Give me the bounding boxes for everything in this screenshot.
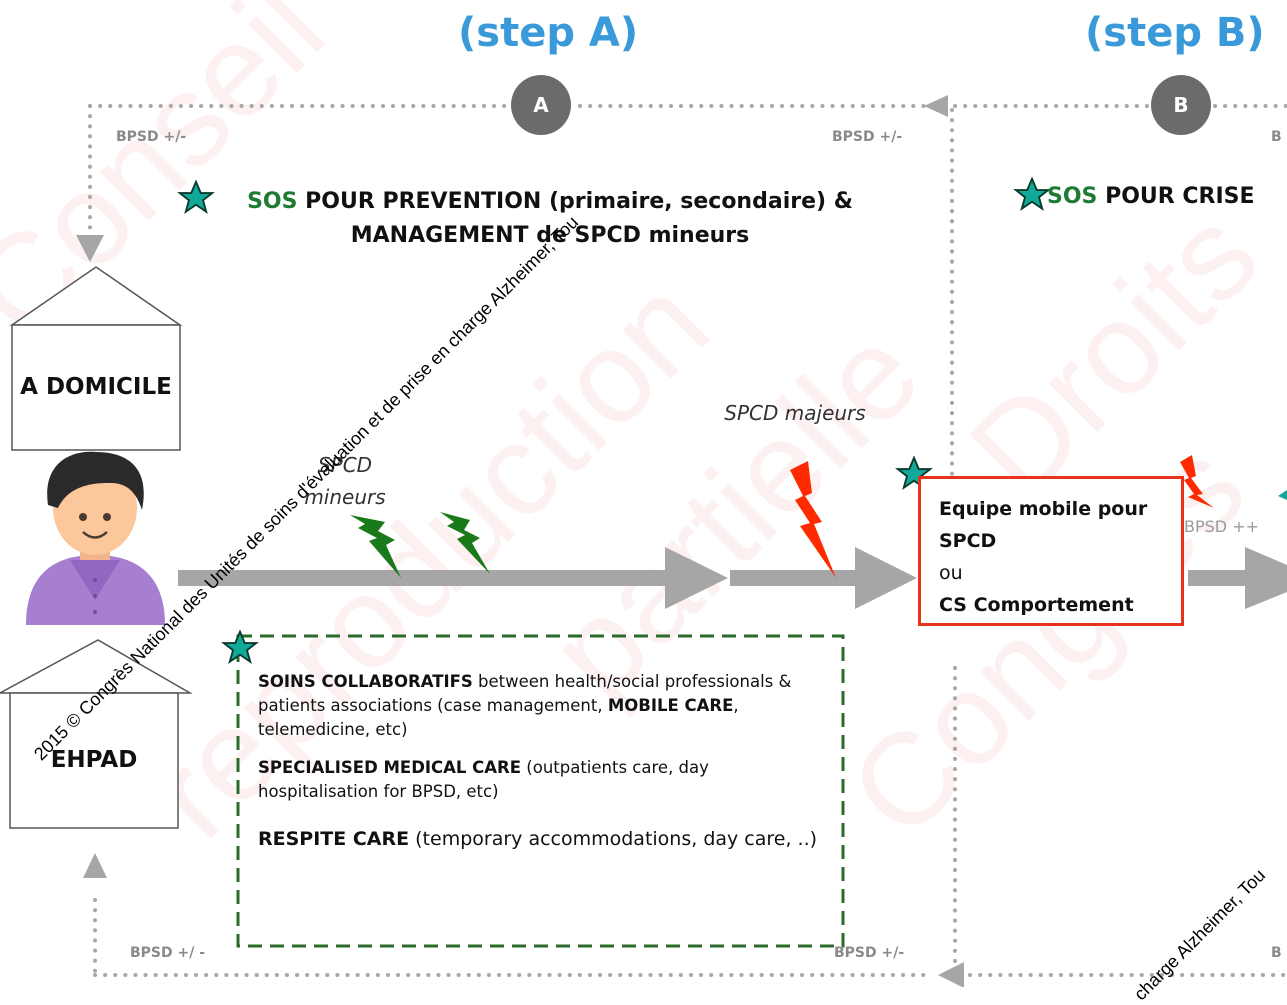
care-paragraph-respite: RESPITE CARE (temporary accommodations, … [258,824,823,854]
house-ehpad [0,639,193,829]
sos-label: SOS [1047,184,1098,209]
care-term-mobile: MOBILE CARE [607,696,734,715]
bpsd-label-bottom-left: BPSD +/ - [130,945,206,961]
heading-step-a-line1: SOS POUR PREVENTION (primaire, secondair… [200,185,900,219]
house-home [9,266,183,451]
arrowhead-left-top [924,95,948,117]
heading-step-a: SOS POUR PREVENTION (primaire, secondair… [200,185,900,253]
main-arrow-1 [178,547,728,609]
arrowhead-left-bottom [938,962,964,987]
step-b-badge-label: B [1173,93,1189,117]
care-term-collaborative: SOINS COLLABORATIFS [258,672,473,691]
step-a-badge [511,75,571,135]
care-paragraph-collaborative: SOINS COLLABORATIFS between health/socia… [258,670,823,742]
care-term-respite: RESPITE CARE [258,828,410,850]
sos-label: SOS [247,189,298,214]
bpsd-label-arrow: BPSD ++ [1184,517,1259,536]
care-box-frame [236,634,845,948]
star-icon-partial [1278,490,1287,500]
ehpad-label: EHPAD [50,747,138,773]
lightning-red-1 [790,461,836,578]
care-term-specialised: SPECIALISED MEDICAL CARE [258,758,522,777]
lightning-green-2 [440,512,490,574]
care-text-collaborative: between health/social professionals & pa… [258,672,792,715]
main-arrow-3 [1188,547,1287,609]
arrowhead-down-home [76,235,104,262]
care-text-mobile: , telemedicine, etc) [258,696,739,739]
step-a-title: (step A) [458,10,639,56]
step-b-title: (step B) [1085,10,1265,56]
spcd-mineurs-label: SPCD mineurs [290,449,400,513]
lightning-green-1 [350,515,401,578]
step-a-badge-label: A [533,93,549,117]
care-text-specialised: (outpatients care, day hospitalisation f… [258,758,709,801]
star-icon [1014,177,1050,210]
arrowhead-up-ehpad [83,853,107,878]
equipe-line-1: Equipe mobile pour [939,498,1148,520]
person-avatar [26,451,165,625]
equipe-line-2: SPCD [939,530,997,552]
step-b-badge [1151,75,1211,135]
care-paragraph-specialised: SPECIALISED MEDICAL CARE (outpatients ca… [258,756,823,804]
equipe-line-3: ou [939,562,963,584]
heading-step-b: SOS POUR CRISE [1047,180,1255,214]
bpsd-label-top-left: BPSD +/- [116,129,187,145]
heading-step-a-line2: MANAGEMENT de SPCD mineurs [350,223,750,248]
spcd-mineurs-line2: mineurs [304,485,386,509]
dotted-frame [88,104,1287,977]
bpsd-label-top-right: B [1271,129,1282,145]
care-text-respite: (temporary accommodations, day care, ..) [409,828,818,850]
bpsd-label-bottom-right: B [1271,945,1282,961]
heading-step-a-line1-text: POUR PREVENTION (primaire, secondaire) & [305,189,853,214]
spcd-mineurs-line1: SPCD [317,453,373,477]
lightning-red-2 [1180,455,1214,508]
bpsd-label-bottom-mid: BPSD +/- [834,945,905,961]
equipe-mobile-box: Equipe mobile pour SPCD ou CS Comporteme… [918,476,1184,626]
bpsd-label-top-mid: BPSD +/- [832,129,903,145]
care-box-text: SOINS COLLABORATIFS between health/socia… [258,670,823,868]
home-label: A DOMICILE [20,374,172,400]
spcd-majeurs-label: SPCD majeurs [724,401,866,425]
equipe-line-4: CS Comportement [939,594,1134,616]
heading-step-b-text: POUR CRISE [1105,184,1255,209]
main-arrow-2 [730,547,917,609]
